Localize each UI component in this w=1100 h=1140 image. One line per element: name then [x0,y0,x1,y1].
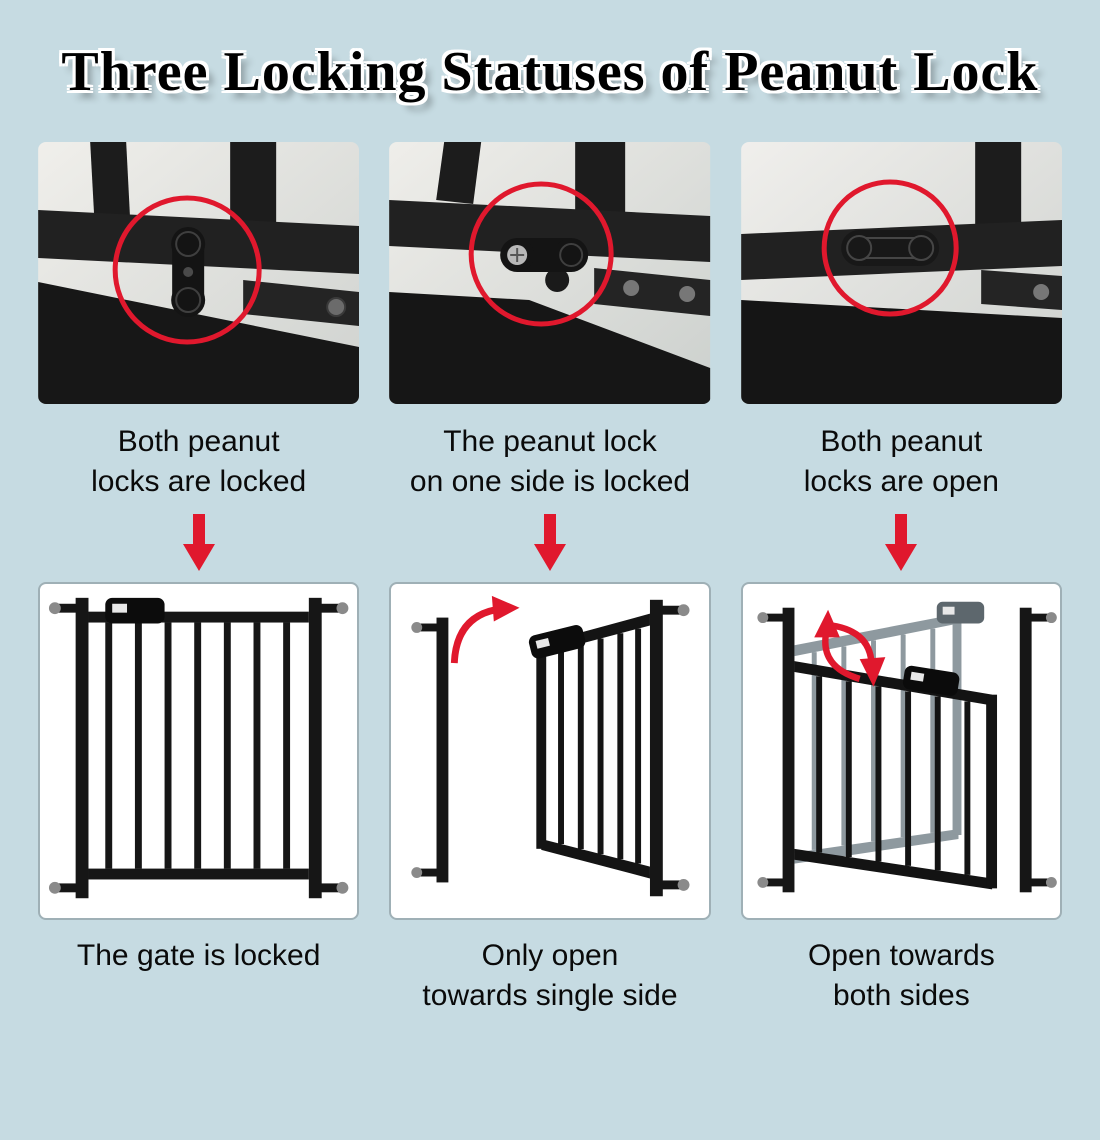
highlight-circle [821,179,959,317]
gate-panel-locked [38,582,360,920]
gate-panel-both-open [740,582,1062,920]
gate-caption-single-open: Only open towards single side [422,936,677,1015]
peanut-lock-infographic: Three Locking Statuses of Peanut Lock [0,40,1100,1015]
photo-caption-both-open: Both peanut locks are open [804,422,999,504]
photo-both-locked-illustration [38,142,360,404]
caption-line: Both peanut [820,425,983,458]
column-one-side-locked: The peanut lock on one side is locked [389,142,711,1015]
swing-up-arrow-icon [813,609,861,682]
caption-line: Only open [481,939,619,972]
highlight-circle [468,181,614,327]
swing-down-arrow-icon [831,622,886,687]
peanut-lock-vertical [171,227,206,317]
caption-line: on one side is locked [409,464,691,498]
down-arrow-icon [182,514,216,572]
gate-handle [105,597,165,624]
photo-one-side-locked-illustration [389,142,711,404]
caption-line: The peanut lock [443,425,657,458]
photo-panel-one-side-locked [389,142,711,404]
gate-single-open-illustration [411,595,690,897]
highlight-circle [112,195,262,345]
gate-handle [529,625,586,659]
gate-panel-single-open [389,582,711,920]
photo-caption-both-locked: Both peanut locks are locked [91,422,306,504]
caption-line: The gate is locked [76,939,321,972]
photo-caption-one-side-locked: The peanut lock on one side is locked [410,422,690,504]
gate-handle [902,665,959,696]
gate-caption-both-open: Open towards both sides [808,936,995,1015]
caption-line: Open towards [807,939,995,972]
caption-line: both sides [832,978,970,1012]
ghost-gate-handle [936,601,984,624]
caption-line: locks are locked [91,464,307,498]
column-both-locked: Both peanut locks are locked [38,142,360,1015]
photo-both-open-illustration [740,142,1062,404]
caption-line: towards single side [422,978,678,1012]
peanut-lock-horizontal [500,238,589,272]
gate-both-open-illustration [757,601,1057,893]
columns-grid: Both peanut locks are locked [0,142,1100,1015]
gate-caption-locked: The gate is locked [77,936,320,976]
column-both-open: Both peanut locks are open [740,142,1062,1015]
down-arrow-icon [884,514,918,572]
photo-panel-both-locked [38,142,360,404]
caption-line: locks are open [803,464,999,498]
page-title: Three Locking Statuses of Peanut Lock [61,41,1039,103]
swing-arrow-icon [451,595,520,664]
down-arrow-icon [533,514,567,572]
photo-panel-both-open [740,142,1062,404]
gate-locked-illustration [48,597,349,899]
caption-line: Both peanut [117,425,280,458]
peanut-lock-open [840,230,939,266]
